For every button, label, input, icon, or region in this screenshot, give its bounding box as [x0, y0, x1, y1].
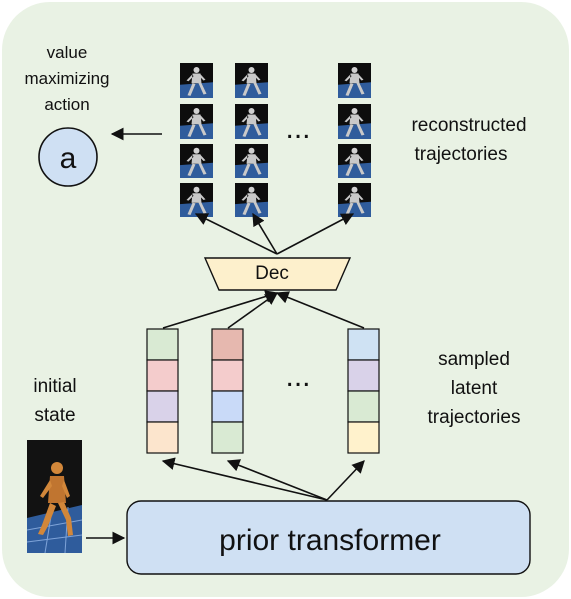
action-symbol: a [60, 142, 77, 175]
trajectory-frame [180, 63, 213, 98]
latent-cell [146, 390, 179, 423]
latent-cell [146, 421, 179, 454]
latent-cell [211, 328, 244, 361]
latent-cell [347, 328, 380, 361]
arrow-dec-to-col3 [276, 213, 355, 255]
initial-state-label-2: state [34, 405, 75, 426]
trajectory-frame [338, 183, 371, 217]
value-action-label-2: maximizing [24, 69, 109, 88]
arrow-prior-to-latent2 [226, 459, 328, 501]
value-action-label-1: value [47, 43, 88, 62]
arrow-latent2-to-dec [227, 292, 279, 329]
trajectory-frame [235, 63, 268, 98]
trajectory-frame [338, 104, 371, 139]
action-circle [38, 127, 98, 187]
trajectory-frame [338, 144, 371, 178]
sampled-label-1: sampled [438, 349, 510, 370]
latent-cell [347, 421, 380, 454]
decoder-box [203, 257, 352, 291]
sampled-label-2: latent [451, 378, 498, 399]
reconstructed-label-1: reconstructed [411, 115, 526, 136]
initial-state-label-1: initial [33, 376, 76, 397]
trajectory-frame [235, 183, 268, 217]
prior-transformer-box [126, 500, 531, 575]
latent-columns [146, 328, 380, 454]
decoder-label: Dec [255, 263, 289, 284]
sampled-label-3: trajectories [428, 407, 521, 428]
latent-cell [347, 359, 380, 392]
trajectory-frame [180, 144, 213, 178]
latent-ellipsis: ... [285, 360, 310, 393]
prior-transformer-label: prior transformer [219, 524, 441, 557]
arrow-prior-to-latent1 [161, 457, 328, 501]
reconstructed-label-2: trajectories [415, 144, 508, 165]
arrow-dec-to-col1 [194, 213, 278, 255]
arrow-dec-to-col2 [252, 212, 278, 255]
arrow-latent3-to-dec [275, 291, 365, 329]
value-action-label-3: action [44, 95, 89, 114]
latent-cell [211, 421, 244, 454]
reconstructed-frames [180, 63, 371, 217]
trajectory-frame [235, 144, 268, 178]
trajectory-frame [338, 63, 371, 98]
latent-cell [146, 359, 179, 392]
initial-state-image [26, 440, 83, 554]
arrow-latent1-to-dec [162, 290, 279, 329]
trajectory-frame [180, 183, 213, 217]
latent-cell [146, 328, 179, 361]
trajectory-frame [180, 104, 213, 139]
latent-cell [211, 390, 244, 423]
frames-ellipsis: ... [285, 112, 310, 145]
arrow-prior-to-latent3 [326, 460, 365, 501]
latent-cell [347, 390, 380, 423]
latent-cell [211, 359, 244, 392]
trajectory-frame [235, 104, 268, 139]
